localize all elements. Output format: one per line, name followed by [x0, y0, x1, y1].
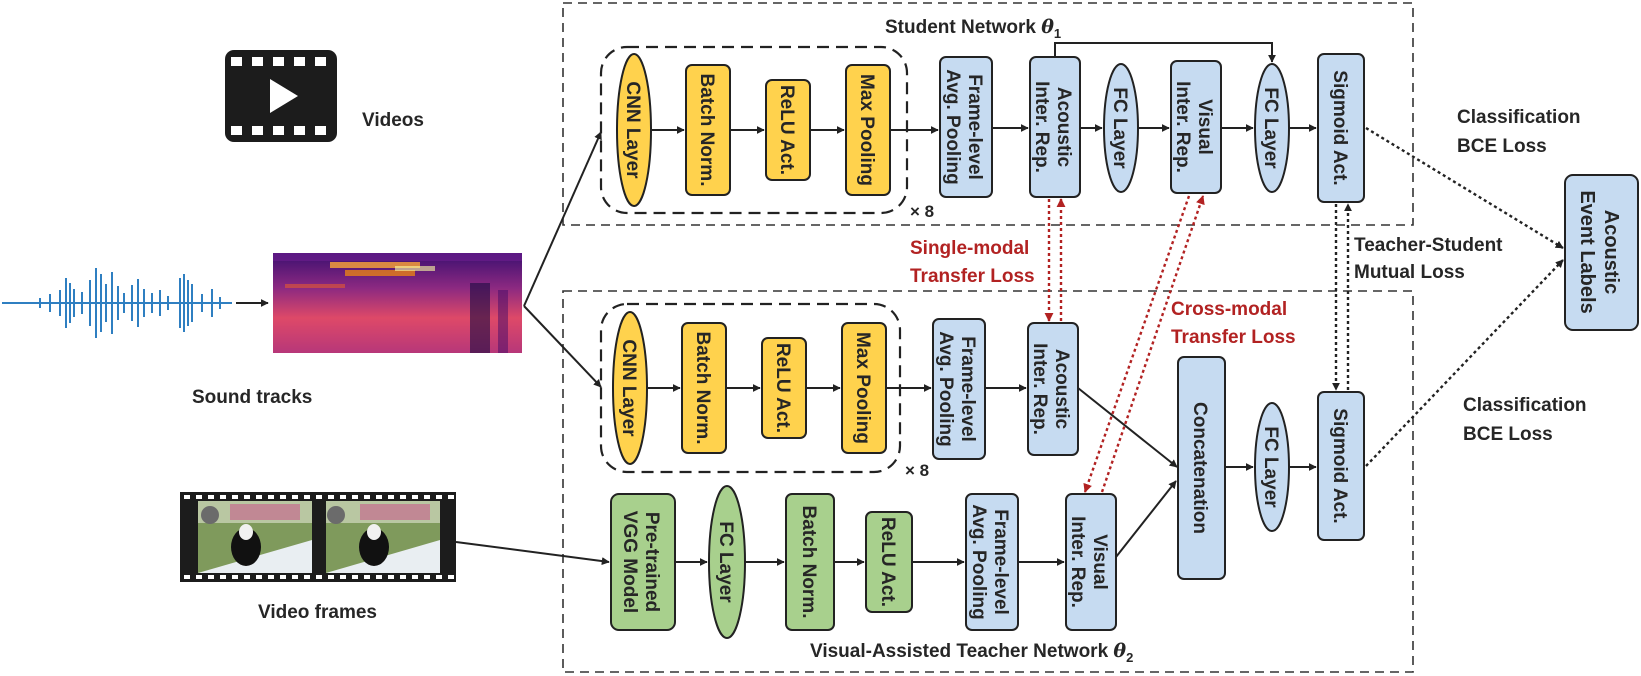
- teacher-repeat-label: × 8: [905, 461, 929, 480]
- teacher-fc-label: FC Layer: [1260, 426, 1281, 508]
- student-network-frame: [562, 2, 1414, 226]
- student-pool-label: Frame-levelAvg. Pooling: [942, 69, 985, 184]
- student-sigmoid-label: Sigmoid Act.: [1329, 70, 1350, 185]
- cross-modal-transfer-arrows: [1083, 195, 1205, 493]
- teacher-network-frame: [562, 290, 1414, 673]
- videos-label: Videos: [362, 110, 424, 131]
- acoustic-event-labels: [1564, 174, 1639, 331]
- teacher-visual-pool-label: Frame-levelAvg. Pooling: [968, 504, 1011, 619]
- filmstrip: [180, 492, 456, 582]
- student-acoustic-label: AcousticInter. Rep.: [1031, 81, 1074, 173]
- output-label: AcousticEvent Labels: [1576, 190, 1622, 313]
- arrow-to-vgg: [455, 541, 610, 566]
- teacher-vgg-label: Pre-trainedVGG Model: [619, 511, 662, 613]
- teacher-visual-flow-arrows: [675, 480, 1177, 566]
- video-icon: [225, 50, 337, 142]
- teacher-concat-label: Concatenation: [1189, 402, 1210, 534]
- teacher-acoustic-label: AcousticInter. Rep.: [1029, 343, 1072, 435]
- waveform: [2, 268, 232, 338]
- student-visual-label: VisualInter. Rep.: [1172, 81, 1215, 173]
- student-sigmoid: [1317, 53, 1365, 203]
- teacher-visual-inter-rep: [1065, 493, 1117, 631]
- teacher-pool-label: Frame-levelAvg. Pooling: [935, 331, 978, 446]
- student-network-title: Student Network θ1: [885, 16, 1061, 41]
- student-relu-label: ReLU Act.: [776, 85, 797, 175]
- teacher-visual-fc-label: FC Layer: [715, 521, 736, 603]
- teacher-network-title: Visual-Assisted Teacher Network θ2: [810, 640, 1133, 665]
- student-cnn-label: CNN Layer: [622, 81, 643, 179]
- teacher-maxpool-label: Max Pooling: [852, 332, 873, 444]
- mutual-loss-arrows: [1332, 203, 1352, 391]
- student-fc1-label: FC Layer: [1109, 87, 1130, 169]
- student-flow-arrows: [651, 42, 1317, 134]
- teacher-cnn-label: CNN Layer: [618, 339, 639, 437]
- teacher-sigmoid-label: Sigmoid Act.: [1329, 408, 1350, 523]
- video-frames-label: Video frames: [258, 602, 377, 623]
- teacher-sigmoid: [1317, 391, 1365, 541]
- teacher-audio-flow-arrows: [647, 384, 1178, 468]
- sound-tracks-label: Sound tracks: [192, 387, 312, 408]
- teacher-visual-rep-label: VisualInter. Rep.: [1067, 516, 1110, 608]
- student-maxpool-label: Max Pooling: [856, 74, 877, 186]
- student-bn-label: Batch Norm.: [696, 74, 717, 187]
- teacher-relu-label: ReLU Act.: [772, 343, 793, 433]
- teacher-visual-bn-label: Batch Norm.: [798, 506, 819, 619]
- teacher-bn-label: Batch Norm.: [692, 332, 713, 445]
- student-fc2-label: FC Layer: [1260, 87, 1281, 169]
- student-repeat-label: × 8: [910, 202, 934, 221]
- arrow-to-teacher-cnn: [523, 305, 602, 388]
- spectrogram: [273, 253, 522, 353]
- bce-loss-arrows: [1365, 126, 1564, 467]
- arrow-to-student-cnn: [523, 131, 602, 307]
- single-modal-transfer-arrows: [1044, 198, 1066, 322]
- teacher-visual-relu-label: ReLU Act.: [877, 517, 898, 607]
